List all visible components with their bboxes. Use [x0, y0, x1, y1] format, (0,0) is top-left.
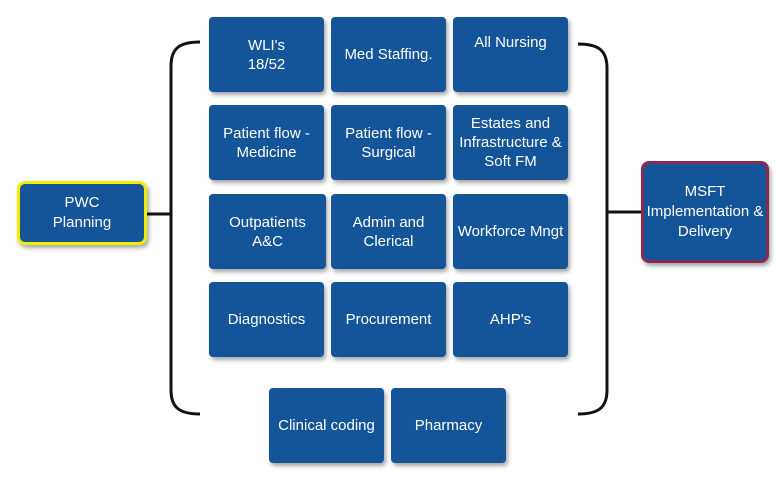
workstream-outpatients: Outpatients A&C [209, 194, 326, 269]
workstream-clinical-coding: Clinical coding [269, 388, 384, 463]
workstream-admin-clerical: Admin and Clerical [331, 194, 446, 269]
workstream-all-nursing: All Nursing [453, 17, 568, 92]
workstream-workforce-mngt: Workforce Mngt [453, 194, 568, 269]
right-bracket [577, 42, 609, 416]
msft-implementation-node: MSFT Implementation & Delivery [641, 161, 769, 263]
workstream-patient-flow-surgical: Patient flow - Surgical [331, 105, 446, 180]
workstream-procurement: Procurement [331, 282, 446, 357]
workstream-wlis: WLI's 18/52 [209, 17, 324, 92]
workstream-estates-infrastructure: Estates and Infrastructure & Soft FM [453, 105, 568, 180]
left-bracket [169, 40, 201, 416]
pwc-planning-node: PWC Planning [17, 181, 147, 245]
workstream-ahps: AHP's [453, 282, 568, 357]
workstream-pharmacy: Pharmacy [391, 388, 506, 463]
workstream-diagnostics: Diagnostics [209, 282, 324, 357]
workstream-med-staffing: Med Staffing. [331, 17, 446, 92]
workstream-patient-flow-medicine: Patient flow - Medicine [209, 105, 324, 180]
